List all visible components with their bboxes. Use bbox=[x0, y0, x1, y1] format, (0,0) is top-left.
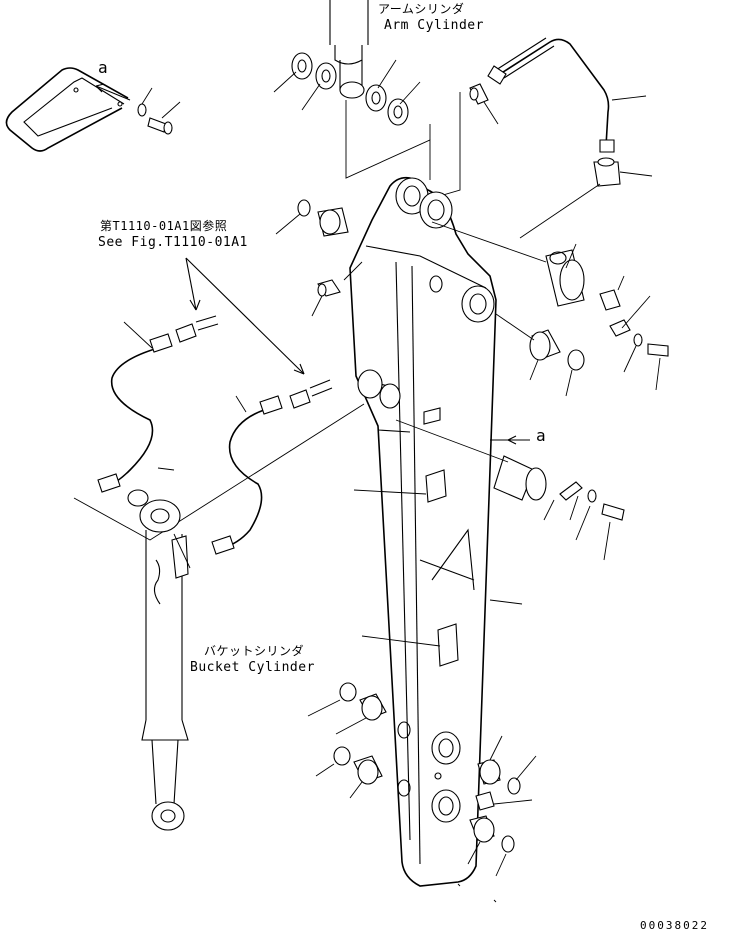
elbow-fitting-right bbox=[593, 157, 621, 187]
detail-a-arrow-top bbox=[95, 83, 131, 101]
bucket-cylinder-label-jp: バケットシリンダ bbox=[204, 644, 305, 658]
hose-adapters bbox=[175, 315, 333, 409]
pin-middle-right bbox=[493, 455, 547, 501]
grab-handle bbox=[5, 67, 129, 152]
grease-fitting-left bbox=[297, 199, 349, 297]
bushings-lower-right bbox=[469, 759, 521, 853]
arm-cylinder-label-en: Arm Cylinder bbox=[384, 18, 484, 33]
arm-cylinder-rod bbox=[329, 0, 369, 99]
bucket-cylinder bbox=[127, 489, 189, 831]
grease-pipe-top bbox=[487, 37, 615, 153]
washer-small-top-left bbox=[137, 103, 147, 117]
arm-brackets bbox=[423, 407, 459, 667]
see-fig-label-en: See Fig.T1110-01A1 bbox=[98, 235, 248, 250]
hydraulic-hose-right bbox=[211, 395, 283, 555]
bushing-upper-right bbox=[529, 329, 585, 371]
grease-fitting-top bbox=[469, 83, 489, 105]
detail-ref-label-top: a bbox=[98, 58, 109, 77]
bolt-top-left bbox=[147, 117, 173, 135]
bucket-cylinder-label-en: Bucket Cylinder bbox=[190, 660, 315, 675]
pin-upper-right bbox=[545, 249, 585, 307]
hydraulic-hose-left bbox=[97, 333, 173, 493]
boom-foot-bosses bbox=[357, 177, 495, 409]
detail-a-arrow-mid bbox=[490, 435, 530, 445]
fitting-upper-right bbox=[599, 289, 669, 357]
bushings-lower-left bbox=[333, 682, 387, 785]
see-fig-leaders bbox=[185, 257, 305, 375]
arm-cylinder-label-jp: アームシリンダ bbox=[378, 2, 465, 16]
detail-ref-label-mid: a bbox=[536, 426, 547, 445]
arm-bottom-bosses bbox=[397, 721, 461, 823]
lock-plate-middle bbox=[559, 481, 625, 521]
drawing-code: 00038022 bbox=[640, 919, 709, 932]
see-fig-label-jp: 第T1110-01A1図参照 bbox=[100, 219, 228, 233]
arm-cylinder-washers bbox=[291, 52, 409, 126]
